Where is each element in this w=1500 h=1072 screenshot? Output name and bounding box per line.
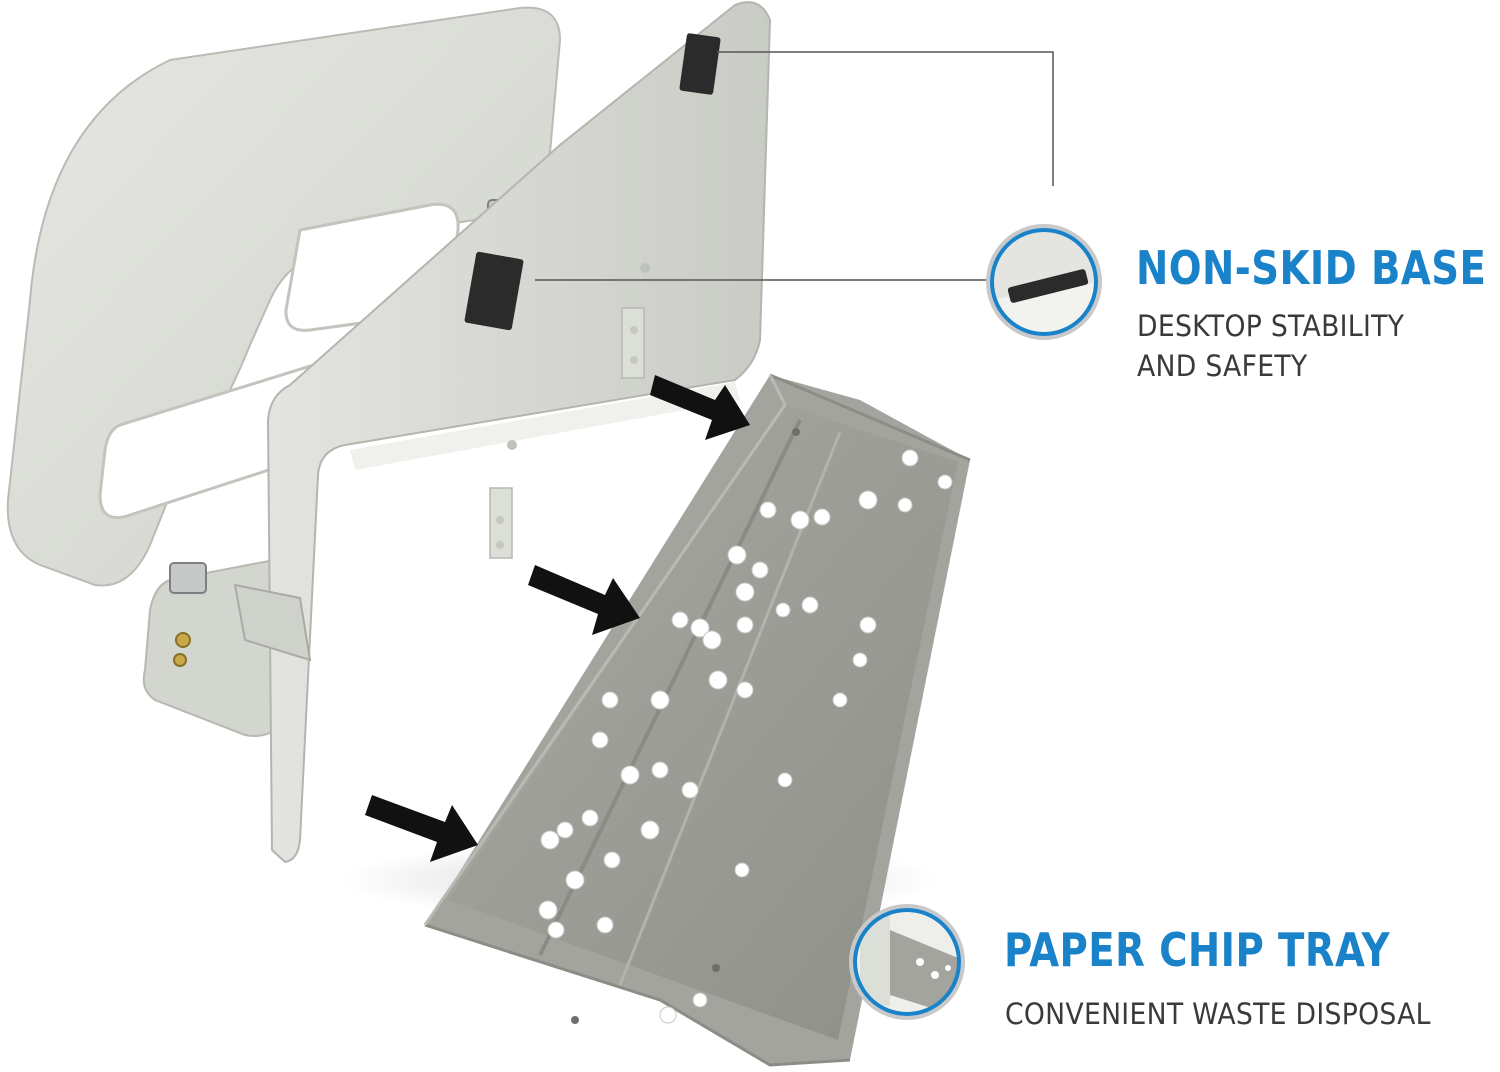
non-skid-feet [464, 33, 721, 331]
punch-base-plate [233, 1, 772, 864]
feature-subtitle-non-skid-base: DESKTOP STABILITY AND SAFETY [1137, 309, 1405, 383]
paper-chips [538, 449, 953, 1024]
chip-tray-thumbnail [849, 904, 965, 1020]
non-skid-pad-thumbnail [986, 224, 1102, 340]
feature-title-non-skid-base: NON-SKID BASE [1136, 241, 1487, 295]
feature-title-paper-chip-tray: PAPER CHIP TRAY [1004, 923, 1391, 977]
arrow-icon [365, 375, 750, 862]
feature-subtitle-paper-chip-tray: CONVENIENT WASTE DISPOSAL [1005, 997, 1431, 1031]
